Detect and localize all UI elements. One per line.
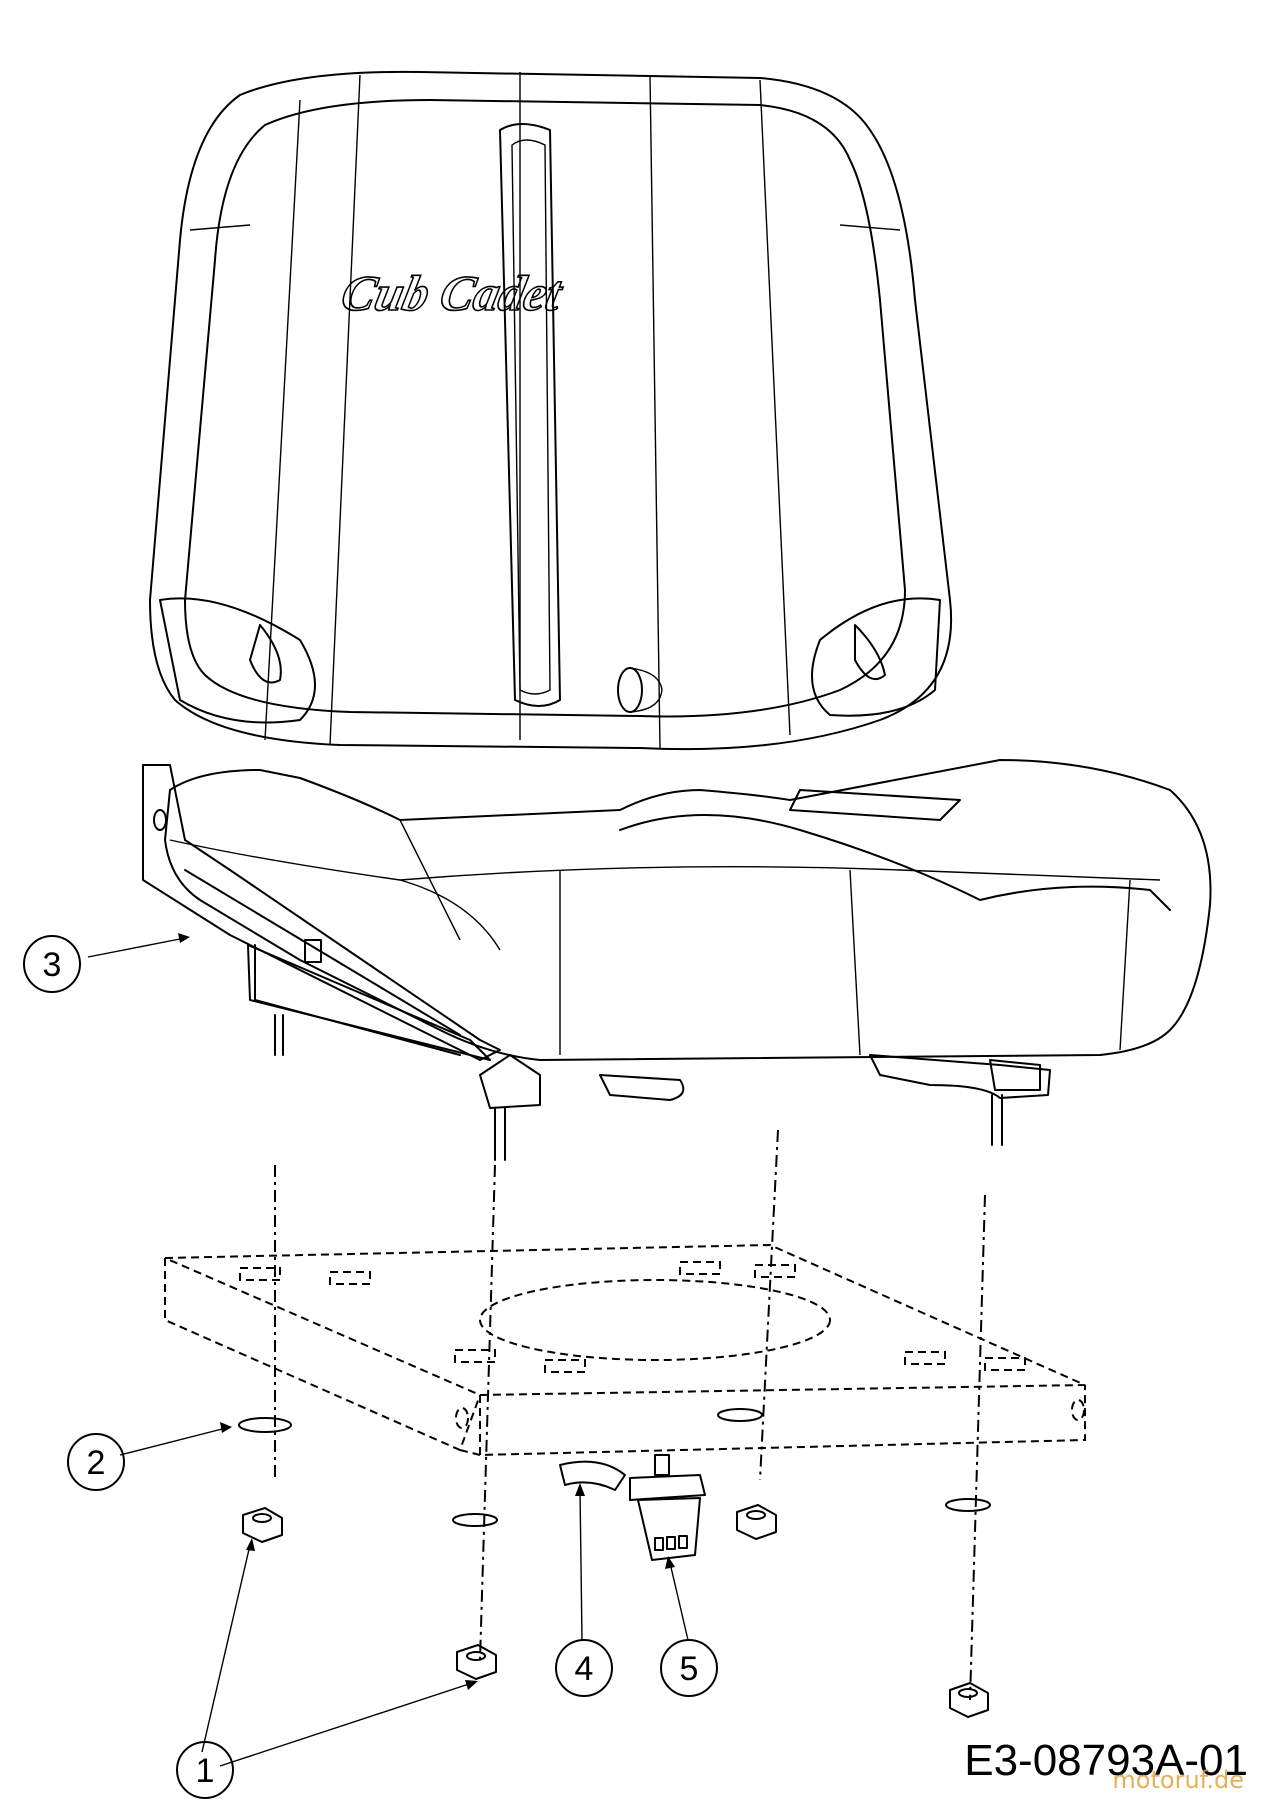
callout-label: 4 [575,1650,594,1688]
callout-label: 5 [680,1650,699,1688]
seat-cushion [164,759,1212,1061]
washer [717,1408,763,1422]
brand-logo: Cub Cadet [337,265,569,320]
washers [238,1408,991,1527]
seat-back: Cub Cadet [149,70,953,751]
callout-label: 2 [87,1444,106,1482]
flange-nut [949,1682,989,1718]
drawing-number: E3-08793A-01 [964,1736,1248,1785]
callout-1[interactable]: 1 [176,1741,234,1799]
flange-nut [242,1507,283,1543]
seat-rail-bracket [142,764,1051,1161]
flange-nuts [242,1504,989,1718]
callout-label: 1 [196,1752,215,1790]
flange-nut [736,1504,777,1540]
washer [452,1513,498,1527]
callout-2[interactable]: 2 [67,1433,125,1491]
callout-5[interactable]: 5 [660,1639,718,1697]
seat-mounting-plate [164,1243,1086,1457]
watermark: motoruf.de [1112,1766,1244,1794]
washer [238,1417,292,1433]
flange-nut [456,1644,497,1680]
seat-switch [629,1454,706,1561]
callout-4[interactable]: 4 [555,1639,613,1697]
switch-clip [559,1460,626,1491]
callout-label: 3 [43,946,62,984]
callout-leaders [87,933,689,1767]
callout-3[interactable]: 3 [23,935,81,993]
assembly-centerlines [274,1129,986,1701]
washer [945,1498,991,1512]
